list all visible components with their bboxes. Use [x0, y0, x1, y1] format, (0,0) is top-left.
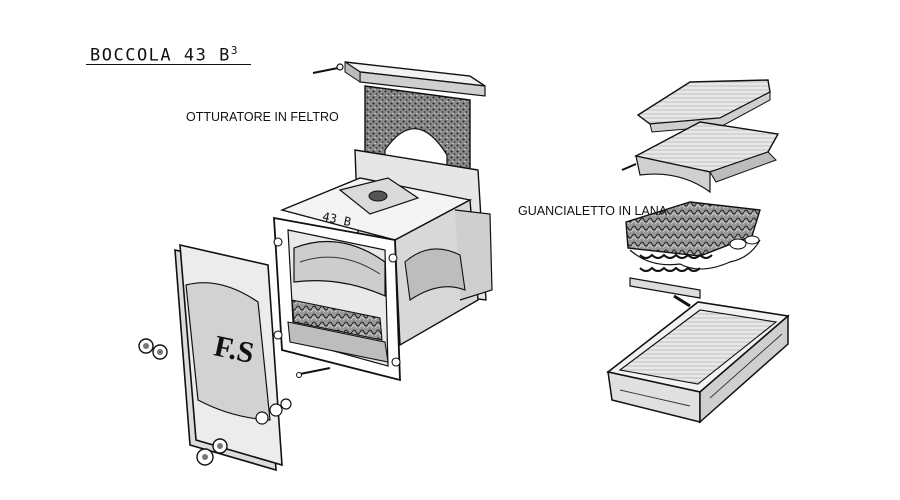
pad-top-plate	[636, 79, 771, 133]
top-bar	[344, 61, 486, 97]
label-otturatore: OTTURATORE IN FELTRO	[186, 110, 339, 124]
box-marking: 43 B	[321, 210, 352, 230]
cover-letters: F.S	[211, 329, 257, 370]
wool-pad	[625, 201, 761, 270]
pad-tray	[606, 301, 790, 424]
nuts-left	[138, 338, 228, 466]
diagram-title: BOCCOLA 43 B3	[90, 44, 239, 66]
axlebox-body: 43 B	[273, 149, 493, 382]
title-main: BOCCOLA 43 B	[90, 45, 231, 66]
coil-springs	[629, 253, 713, 308]
pin	[312, 63, 344, 74]
title-superscript: 3	[230, 44, 239, 57]
pad-shell	[621, 121, 780, 194]
title-underline	[86, 64, 251, 65]
label-guancialetto: GUANCIALETTO IN LANA	[518, 204, 668, 218]
front-cover: F.S	[174, 243, 292, 472]
